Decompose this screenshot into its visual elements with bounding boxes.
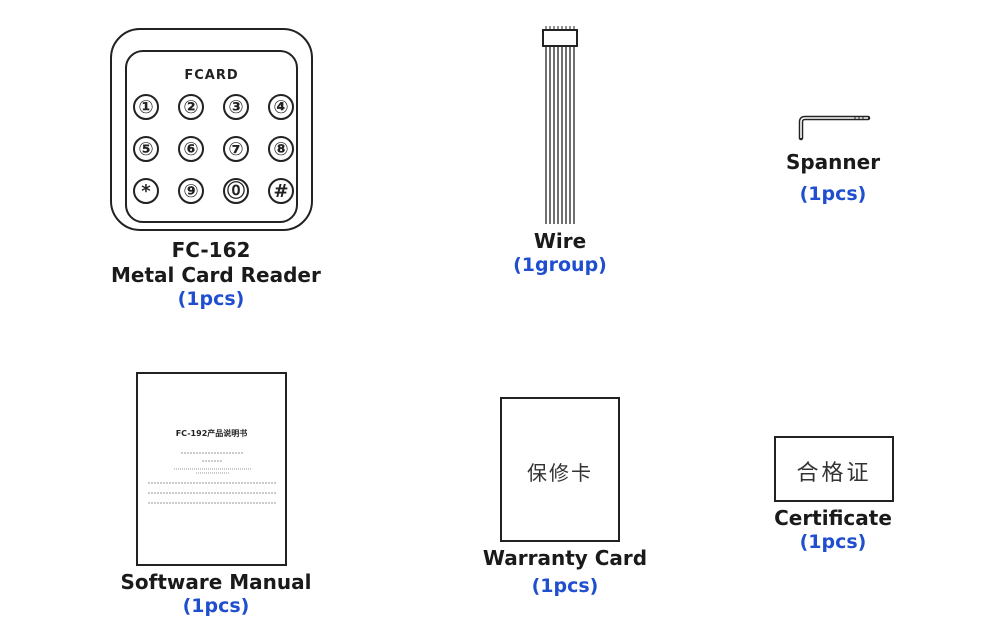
warranty-card-text: 保修卡 — [527, 461, 593, 485]
spanner-caption: Spanner (1pcs) — [768, 150, 898, 207]
warranty-card-image: 保修卡 — [500, 397, 620, 542]
manual-body-text — [148, 452, 277, 504]
key-4: ④ — [268, 94, 294, 120]
key-5: ⑤ — [133, 136, 159, 162]
reader-brand: FCARD — [184, 68, 239, 83]
key-2: ② — [178, 94, 204, 120]
certificate-qty: (1pcs) — [799, 531, 867, 553]
key-8: ⑧ — [268, 136, 294, 162]
spanner-qty: (1pcs) — [799, 183, 867, 205]
certificate-name: Certificate — [774, 506, 892, 530]
key-6: ⑥ — [178, 136, 204, 162]
wire-caption: Wire (1group) — [490, 229, 630, 278]
spanner-name: Spanner — [785, 150, 881, 174]
warranty-caption: Warranty Card (1pcs) — [480, 546, 650, 599]
key-1: ① — [133, 94, 159, 120]
manual-qty: (1pcs) — [182, 595, 250, 617]
key-hash: # — [268, 178, 294, 204]
key-7: ⑦ — [223, 136, 249, 162]
wire-name: Wire — [533, 229, 587, 253]
key-3: ③ — [223, 94, 249, 120]
manual-caption: Software Manual (1pcs) — [116, 570, 316, 619]
certificate-caption: Certificate (1pcs) — [763, 506, 903, 555]
manual-doc-title: FC-192产品说明书 — [175, 429, 248, 438]
reader-caption: FC-162 Metal Card Reader (1pcs) — [111, 238, 321, 312]
wire-image — [542, 26, 578, 224]
key-0: ⓪ — [223, 178, 249, 204]
manual-image: FC-192产品说明书 — [136, 372, 287, 566]
certificate-image: 合格证 — [774, 436, 894, 502]
key-star: * — [133, 178, 159, 204]
reader-name: Metal Card Reader — [111, 263, 321, 287]
reader-model: FC-162 — [171, 238, 251, 262]
key-9: ⑨ — [178, 178, 204, 204]
manual-name: Software Manual — [120, 570, 312, 594]
reader-qty: (1pcs) — [177, 288, 245, 310]
card-reader-image: FCARD ① ② ③ ④ ⑤ ⑥ ⑦ ⑧ * ⑨ ⓪ # — [110, 28, 313, 231]
warranty-qty: (1pcs) — [531, 575, 599, 597]
certificate-text: 合格证 — [796, 461, 872, 486]
warranty-name: Warranty Card — [482, 546, 648, 570]
keypad-panel: FCARD ① ② ③ ④ ⑤ ⑥ ⑦ ⑧ * ⑨ ⓪ # — [125, 50, 298, 223]
wire-qty: (1group) — [513, 254, 607, 276]
spanner-icon — [798, 115, 871, 141]
